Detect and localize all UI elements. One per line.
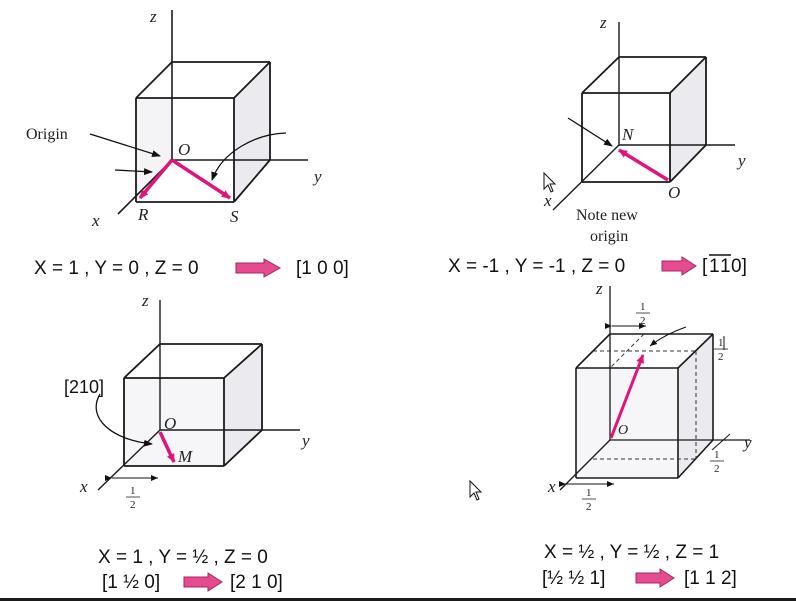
panel-3-right-arrow-icon: [183, 572, 223, 592]
panel-2-result-bar-digit-2: 1: [720, 256, 731, 277]
panel-4-x-label: x: [547, 477, 556, 496]
panel-3-m-label: M: [177, 447, 193, 466]
panel-1-y-label: y: [312, 167, 322, 186]
panel-4-y-label: y: [742, 433, 752, 452]
panel-4-half-top-num: 1: [640, 301, 646, 313]
panel-2-result-bracket-open: [: [702, 256, 708, 277]
panel-1-result: [1 0 0]: [296, 258, 349, 279]
panel-4-cube: [559, 286, 750, 491]
panel-4-intermediate: [½ ½ 1]: [542, 568, 605, 589]
panel-3-vectors: [95, 393, 176, 481]
panel-1-equation: X = 1 , Y = 0 , Z = 0: [34, 258, 199, 279]
panel-3-y-label: y: [300, 431, 310, 450]
panel-3-cube: [97, 300, 300, 491]
panel-2-result-bar-digit-1: 1: [709, 256, 720, 277]
panel-2-note-line1: Note new: [576, 207, 638, 224]
panel-1-cube: [117, 10, 308, 215]
panel-2-y-label: y: [736, 151, 746, 170]
panel-4-half-bottom: 1 2: [582, 487, 596, 513]
panel-1-origin-label: Origin: [26, 126, 68, 143]
panel-2-right-arrow-icon: [661, 256, 697, 276]
mouse-cursor-icon: [543, 171, 557, 193]
panel-4-half-top: 1 2: [636, 301, 650, 327]
panel-1-z-label: z: [149, 7, 157, 26]
panel-4-half-rb-num: 1: [714, 449, 720, 461]
panel-2-n-label: N: [621, 125, 635, 144]
panel-1-right-arrow-icon: [235, 258, 282, 278]
panel-2-result-rest: 0]: [731, 256, 747, 277]
panel-4-o-label: O: [618, 423, 628, 438]
panel-2-cube: [552, 22, 735, 211]
mouse-cursor-icon-2: [469, 479, 483, 501]
panel-4-half-right-bottom: 1 2: [710, 449, 724, 475]
panel-2-result: [ 1 1 0]: [702, 254, 747, 277]
panel-4-right-arrow-icon: [635, 568, 675, 588]
panel-2-o-label: O: [668, 183, 680, 202]
panel-3-z-label: z: [141, 291, 149, 310]
panel-1-s-label: S: [230, 207, 239, 226]
panel-4-half-right-top: 1 2: [714, 337, 728, 363]
panel-2-vectors: [567, 117, 669, 182]
panel-4-z-label: z: [595, 279, 603, 298]
panel-3-x-label: x: [79, 477, 88, 496]
panel-4-half-b-num: 1: [586, 487, 592, 499]
panel-2-note-line2: origin: [590, 228, 628, 245]
panel-3-result: [2 1 0]: [230, 572, 283, 593]
panel-4-half-top-den: 2: [640, 315, 646, 327]
panel-1-vectors: [89, 132, 287, 200]
panel-4-vectors: [559, 323, 731, 487]
panel-4-half-rt-den: 2: [718, 351, 724, 363]
panel-2-equation: X = -1 , Y = -1 , Z = 0: [448, 256, 625, 277]
panel-3-half-num: 1: [130, 485, 136, 497]
panel-3-equation: X = 1 , Y = ½ , Z = 0: [98, 547, 268, 568]
bottom-border: [0, 598, 796, 601]
panel-4-half-b-den: 2: [586, 501, 592, 513]
panel-3-callout: [210]: [64, 377, 104, 397]
panel-1-r-label: R: [137, 205, 149, 224]
panel-2-x-label: x: [543, 191, 552, 210]
panel-3-intermediate: [1 ½ 0]: [102, 572, 160, 593]
panel-4-half-rt-num: 1: [718, 337, 724, 349]
panel-1-o-label: O: [178, 140, 190, 159]
panel-1-x-label: x: [91, 211, 100, 230]
panel-4-half-rb-den: 2: [714, 463, 720, 475]
panel-3-half-den: 2: [130, 499, 136, 511]
panel-3-o-label: O: [164, 414, 176, 433]
panel-4-result: [1 1 2]: [684, 568, 737, 589]
panel-4-equation: X = ½ , Y = ½ , Z = 1: [544, 542, 719, 563]
panel-3-half-fraction: 1 2: [126, 485, 140, 511]
panel-2-z-label: z: [599, 13, 607, 32]
